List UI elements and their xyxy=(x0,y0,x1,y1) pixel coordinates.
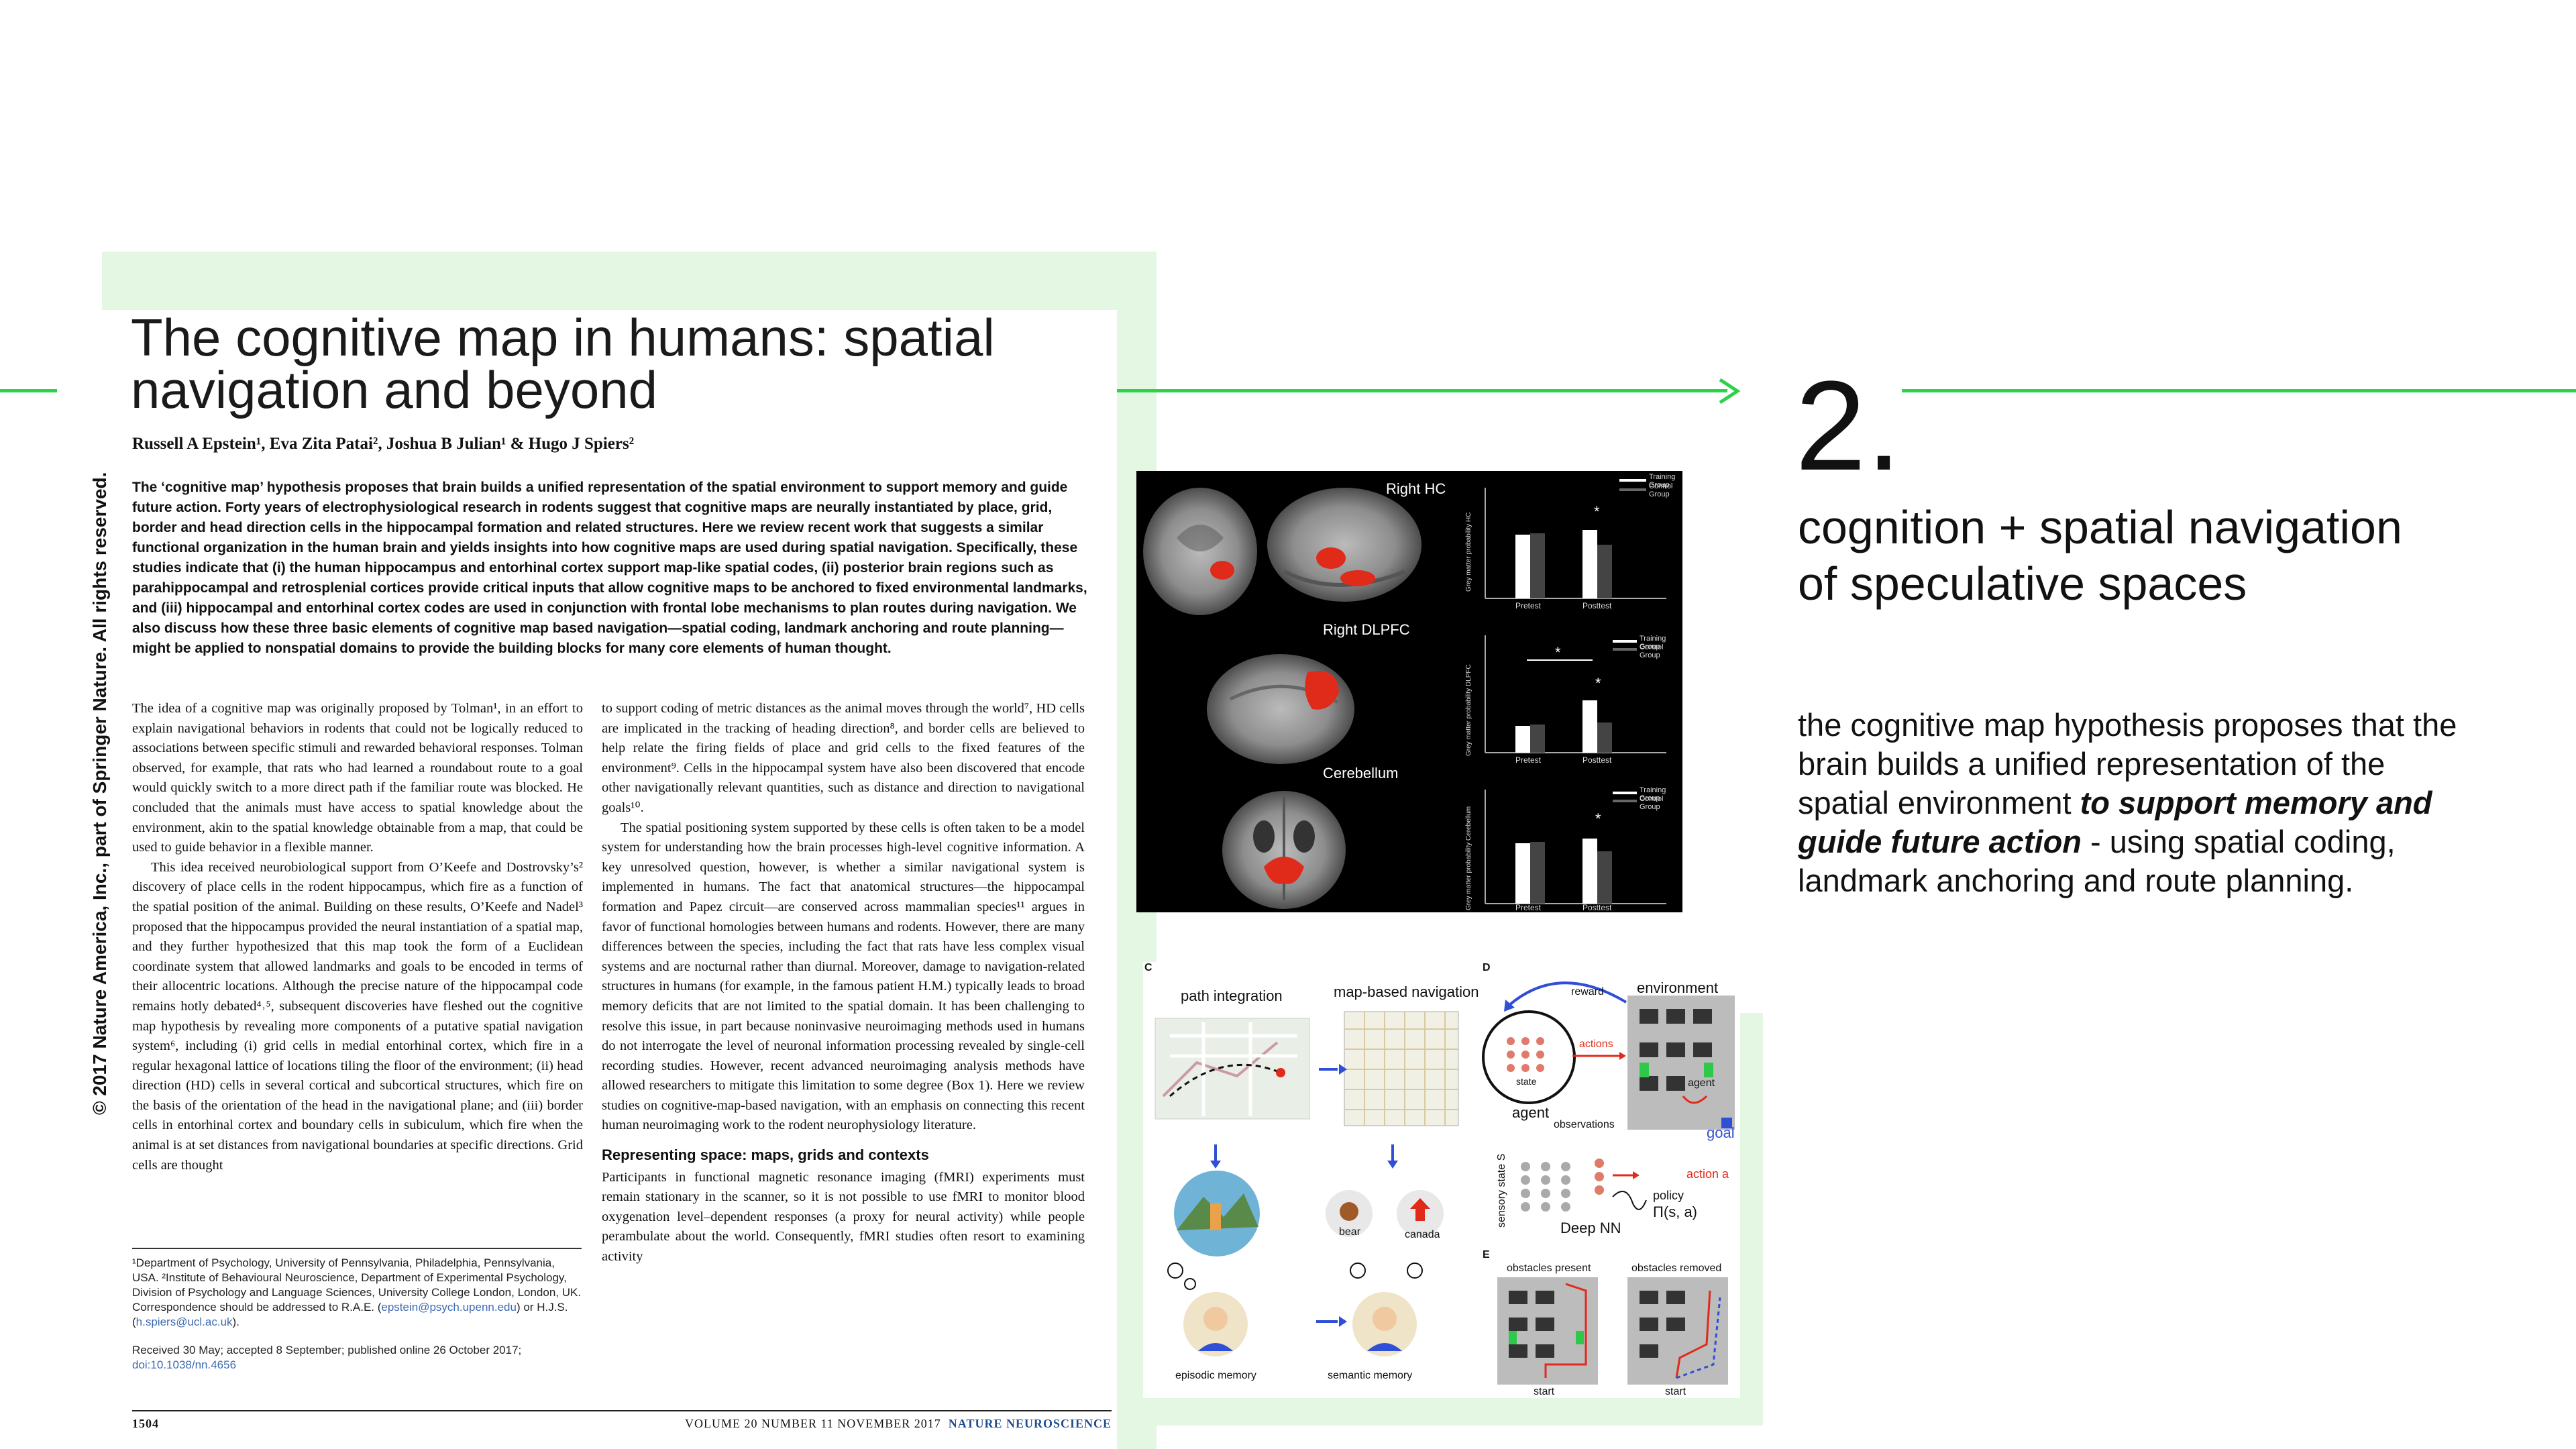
label-semantic-memory: semantic memory xyxy=(1328,1370,1413,1381)
brain-sagittal xyxy=(1267,488,1421,602)
label-obstacles-removed: obstacles removed xyxy=(1631,1263,1722,1274)
star-annotation: * xyxy=(1595,675,1601,692)
fmri-figure: Right HC Right DLPFC Cerebellum Training… xyxy=(1136,471,1682,912)
label-right-dlpfc: Right DLPFC xyxy=(1323,621,1410,638)
bar-chart-cerebellum xyxy=(1485,790,1666,904)
activation-blob xyxy=(1210,561,1234,580)
paragraph: The idea of a cognitive map was original… xyxy=(132,701,583,855)
activation-blob xyxy=(1305,671,1339,710)
slide-body: the cognitive map hypothesis proposes th… xyxy=(1798,707,2457,898)
network-nodes xyxy=(1507,1037,1544,1072)
label-sensory-state: sensory state S xyxy=(1496,1153,1507,1228)
xlabel-pretest: Pretest xyxy=(1515,903,1542,912)
label-deep-nn: Deep NN xyxy=(1560,1220,1621,1236)
paragraph: This idea received neurobiological suppo… xyxy=(132,859,583,1173)
star-annotation: * xyxy=(1555,644,1561,661)
email-link[interactable]: epstein@psych.upenn.edu xyxy=(381,1301,517,1313)
xlabel-pretest: Pretest xyxy=(1515,601,1542,610)
label-cerebellum: Cerebellum xyxy=(1323,765,1399,782)
legend-training: Training Group xyxy=(1640,786,1666,802)
paper-column-1: The idea of a cognitive map was original… xyxy=(132,699,583,1175)
email-link[interactable]: h.spiers@ucl.ac.uk xyxy=(136,1316,233,1328)
paragraph: Participants in functional magnetic reso… xyxy=(602,1169,1085,1265)
panel-label-d: D xyxy=(1483,962,1491,973)
map-thumbnail xyxy=(1155,1018,1310,1120)
label-policy-formula: Π(s, a) xyxy=(1653,1203,1697,1220)
doi-link[interactable]: doi:10.1038/nn.4656 xyxy=(132,1358,237,1371)
paragraph: The spatial positioning system supported… xyxy=(602,820,1085,1133)
legend-training: Training Group xyxy=(1640,635,1666,651)
label-bear: bear xyxy=(1339,1226,1361,1238)
ylabel-dlpfc: Grey matter probability DLPFC xyxy=(1465,664,1472,756)
legend-control: Control Group xyxy=(1640,795,1664,811)
xlabel-posttest: Posttest xyxy=(1582,601,1612,610)
diagram-graphics xyxy=(1155,981,1735,1385)
label-agent-env: agent xyxy=(1688,1077,1715,1089)
slide-number: 2. xyxy=(1795,355,1902,497)
label-observations: observations xyxy=(1554,1119,1615,1130)
label-goal: goal xyxy=(1707,1124,1735,1141)
navigation-diagram: C D E path integration map-based navigat… xyxy=(1143,962,1740,1398)
journal-footer: VOLUME 20 NUMBER 11 NOVEMBER 2017 NATURE… xyxy=(684,1417,1112,1430)
label-path-integration: path integration xyxy=(1181,987,1283,1004)
received-dates: Received 30 May; accepted 8 September; p… xyxy=(132,1344,522,1356)
emphasis-text: to support memory and guide future actio… xyxy=(1798,785,2432,859)
activation-blob xyxy=(1340,570,1375,586)
label-actions: actions xyxy=(1579,1038,1613,1050)
footer-rule xyxy=(132,1410,1112,1411)
activation-blob xyxy=(1264,857,1304,884)
label-start: start xyxy=(1534,1386,1555,1397)
label-map-based-navigation: map-based navigation xyxy=(1334,983,1479,1000)
footnote-rule xyxy=(132,1248,582,1249)
paper-page: © 2017 Nature America, Inc., part of Spr… xyxy=(57,310,1117,1449)
fmri-figure-graphics xyxy=(1143,479,1666,909)
label-policy: policy xyxy=(1653,1189,1684,1202)
legend-control: Control Group xyxy=(1649,482,1673,498)
xlabel-posttest: Posttest xyxy=(1582,755,1612,765)
section-heading: Representing space: maps, grids and cont… xyxy=(602,1146,929,1164)
label-right-hc: Right HC xyxy=(1386,480,1446,497)
star-annotation: * xyxy=(1595,810,1601,827)
affiliations: ¹Department of Psychology, University of… xyxy=(132,1256,582,1328)
label-action-a: action a xyxy=(1686,1167,1729,1181)
bar-chart-hc xyxy=(1485,479,1666,599)
label-episodic-memory: episodic memory xyxy=(1175,1370,1256,1381)
bar-chart-dlpfc xyxy=(1485,635,1666,753)
arrow-right-icon xyxy=(1719,378,1741,405)
label-agent: agent xyxy=(1512,1104,1550,1121)
panel-label-e: E xyxy=(1483,1249,1490,1260)
deep-nn-nodes xyxy=(1521,1159,1604,1212)
activation-blob xyxy=(1316,547,1346,569)
accent-line-middle xyxy=(1117,389,1727,392)
star-annotation: * xyxy=(1594,503,1600,520)
label-start: start xyxy=(1665,1386,1686,1397)
paper-column-2: to support coding of metric distances as… xyxy=(602,699,1085,1267)
paper-authors: Russell A Epstein¹, Eva Zita Patai², Jos… xyxy=(132,435,635,453)
xlabel-posttest: Posttest xyxy=(1582,903,1612,912)
ylabel-cerebellum: Grey matter probability Cerebellum xyxy=(1465,806,1472,910)
brain-lateral xyxy=(1207,654,1354,764)
label-obstacles-present: obstacles present xyxy=(1507,1263,1591,1274)
panel-label-c: C xyxy=(1144,962,1152,973)
paragraph: to support coding of metric distances as… xyxy=(602,701,1085,815)
label-canada: canada xyxy=(1405,1229,1440,1240)
label-environment: environment xyxy=(1637,979,1719,996)
legend-control: Control Group xyxy=(1640,643,1664,659)
page-number: 1504 xyxy=(132,1417,159,1430)
paper-abstract: The ‘cognitive map’ hypothesis proposes … xyxy=(132,480,1087,656)
accent-line-left xyxy=(0,389,57,392)
legend-training: Training Group xyxy=(1649,473,1676,489)
paper-title: The cognitive map in humans: spatial nav… xyxy=(131,310,995,419)
label-state: state xyxy=(1516,1076,1537,1087)
accent-line-right xyxy=(1902,389,2576,392)
copyright-notice: © 2017 Nature America, Inc., part of Spr… xyxy=(89,472,110,1115)
label-reward: reward xyxy=(1571,986,1604,998)
ylabel-hc: Grey matter probability HC xyxy=(1465,512,1472,592)
slide-heading: cognition + spatial navigation of specul… xyxy=(1798,501,2402,610)
xlabel-pretest: Pretest xyxy=(1515,755,1542,765)
